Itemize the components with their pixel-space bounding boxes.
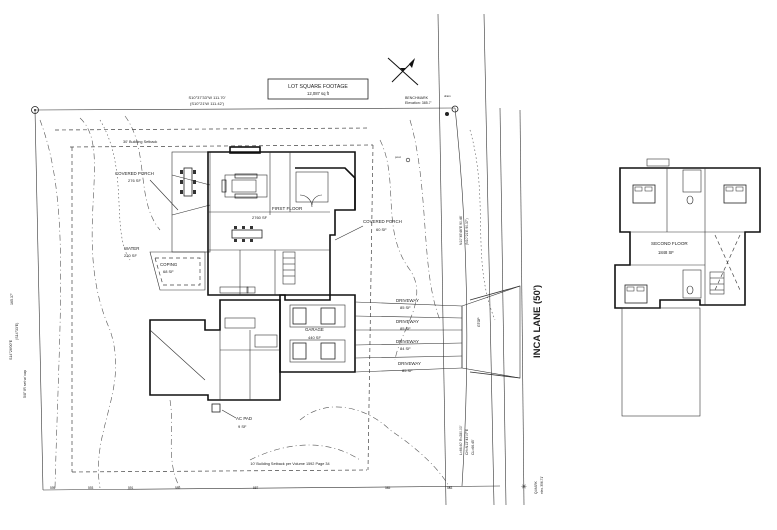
road-lines [437, 13, 525, 506]
coping-sf: 68 SF [163, 269, 174, 274]
svg-text:Q-MARK: Q-MARK [534, 480, 538, 494]
svg-text:595: 595 [50, 486, 56, 490]
street-arrow-icon [461, 285, 521, 379]
right-bearing-1: N10°45'46"E 90.46' [459, 215, 463, 245]
svg-text:593: 593 [88, 486, 94, 490]
svg-text:84 SF: 84 SF [400, 346, 411, 351]
svg-text:DRIVEWAY: DRIVEWAY [396, 339, 419, 344]
bed-icon [723, 184, 747, 204]
street-name: INCA LANE (50') [532, 285, 543, 358]
svg-text:585: 585 [385, 486, 391, 490]
car-icon [292, 307, 336, 325]
car-icon [292, 342, 336, 360]
setback-bottom-label: 10' Building Setback per Volume 1592 Pag… [250, 462, 329, 466]
toilet-icon [686, 285, 694, 295]
ac-pad-label: AC PAD [236, 416, 252, 421]
property-boundary [31, 105, 501, 491]
topographic-contours [39, 115, 496, 489]
pool-area [149, 251, 206, 291]
water-label: WATER [124, 246, 139, 251]
toilet-icon [686, 195, 694, 205]
bearing-top-1: S10°37'33"W 111.70' [188, 95, 225, 100]
svg-text:DRIVEWAY: DRIVEWAY [398, 361, 421, 366]
contour-elevation-marks: 595 593 591 589 587 585 583 [50, 486, 453, 490]
bearing-top-2: (S10°21'W 111.42') [190, 101, 225, 106]
bed-icon [624, 284, 648, 304]
svg-text:85 SF: 85 SF [400, 305, 411, 310]
setback-top-label: 30' Building Setback [123, 140, 157, 144]
svg-text:✳: ✳ [521, 483, 527, 491]
ac-pad-sf: 9 SF [238, 424, 247, 429]
post-mark: post [395, 155, 401, 159]
right-curve-1: L=66.60' R=280.00' [459, 425, 463, 455]
north-arrow-icon [387, 57, 419, 86]
right-curve-3: CL=66.45' [471, 439, 475, 455]
svg-text:85 SF: 85 SF [400, 326, 411, 331]
driveway-label-1: DRIVEWAY 85 SF [396, 298, 419, 310]
house-first-floor [207, 146, 356, 301]
left-bearing-1: S14°26'00"E [9, 339, 13, 360]
covered-porch-area [171, 151, 211, 253]
garage-label: GARAGE [305, 327, 324, 332]
bed-icon [632, 184, 656, 204]
left-pipe-note: 5/8" IR set w/ cap [23, 370, 27, 398]
driveway-label-2: DRIVEWAY 85 SF [396, 319, 419, 331]
svg-text:587: 587 [253, 486, 259, 490]
dining-table-icon [180, 167, 196, 197]
svg-text:589: 589 [175, 486, 181, 490]
right-bearing-2: (N10°21'E 90.37') [465, 218, 469, 245]
covered-porch-2-label: COVERED PORCH [363, 219, 402, 224]
garage [279, 294, 356, 373]
second-floor-sf: 1848 SF [658, 250, 674, 255]
stair-icon [282, 251, 296, 285]
covered-porch-sf: 276 SF [128, 178, 141, 183]
benchmark-elevation: Elevation: 385.7' [405, 101, 432, 105]
coping-label: COPING [160, 262, 178, 267]
drain-mark: drain [444, 94, 451, 98]
lot-footage-box: LOT SQUARE FOOTAGE 12,087 sq ft [267, 78, 369, 100]
boundary-corner-pin [451, 105, 459, 113]
lot-footage-value: 12,087 sq ft [307, 91, 330, 96]
first-floor-label: FIRST FLOOR [272, 206, 303, 211]
benchmark-marker [445, 112, 449, 116]
water-sf: 220 SF [124, 253, 137, 258]
left-bearing-2: (S14°33'E) [15, 323, 19, 340]
svg-text:DRIVEWAY: DRIVEWAY [396, 319, 419, 324]
garage-sf: 440 SF [308, 335, 321, 340]
boundary-corner-pin [31, 106, 39, 114]
ac-pad [211, 403, 221, 413]
garage-roof-outline [621, 307, 701, 417]
survey-corner-marker: ✳ Q-MARK elev. 356.71' [521, 476, 544, 494]
benchmark-label: BENCHMARK [405, 96, 429, 100]
second-floor-plan [614, 158, 761, 309]
first-floor-sf: 2760 SF [252, 215, 268, 220]
svg-text:elev. 356.71': elev. 356.71' [540, 476, 544, 494]
svg-text:591: 591 [128, 486, 134, 490]
sofa-group-icon [221, 173, 258, 199]
setback-lines [54, 127, 374, 473]
kitchen-island-icon [231, 226, 263, 242]
right-curve-2: CH=N13°43'07"E [465, 428, 469, 455]
lot-footage-title: LOT SQUARE FOOTAGE [288, 84, 348, 90]
right-tag: GTOP [477, 317, 481, 327]
driveway-label-4: DRIVEWAY 85 SF [398, 361, 421, 373]
left-distance: 165.37' [10, 293, 14, 305]
svg-text:85 SF: 85 SF [402, 368, 413, 373]
svg-text:583: 583 [447, 486, 453, 490]
driveway-label-3: DRIVEWAY 84 SF [396, 339, 419, 351]
covered-porch-label: COVERED PORCH [115, 171, 154, 176]
svg-text:DRIVEWAY: DRIVEWAY [396, 298, 419, 303]
covered-porch-2-sf: 60 SF [376, 227, 387, 232]
second-floor-label: SECOND FLOOR [651, 241, 688, 246]
house-master-wing [149, 299, 281, 401]
